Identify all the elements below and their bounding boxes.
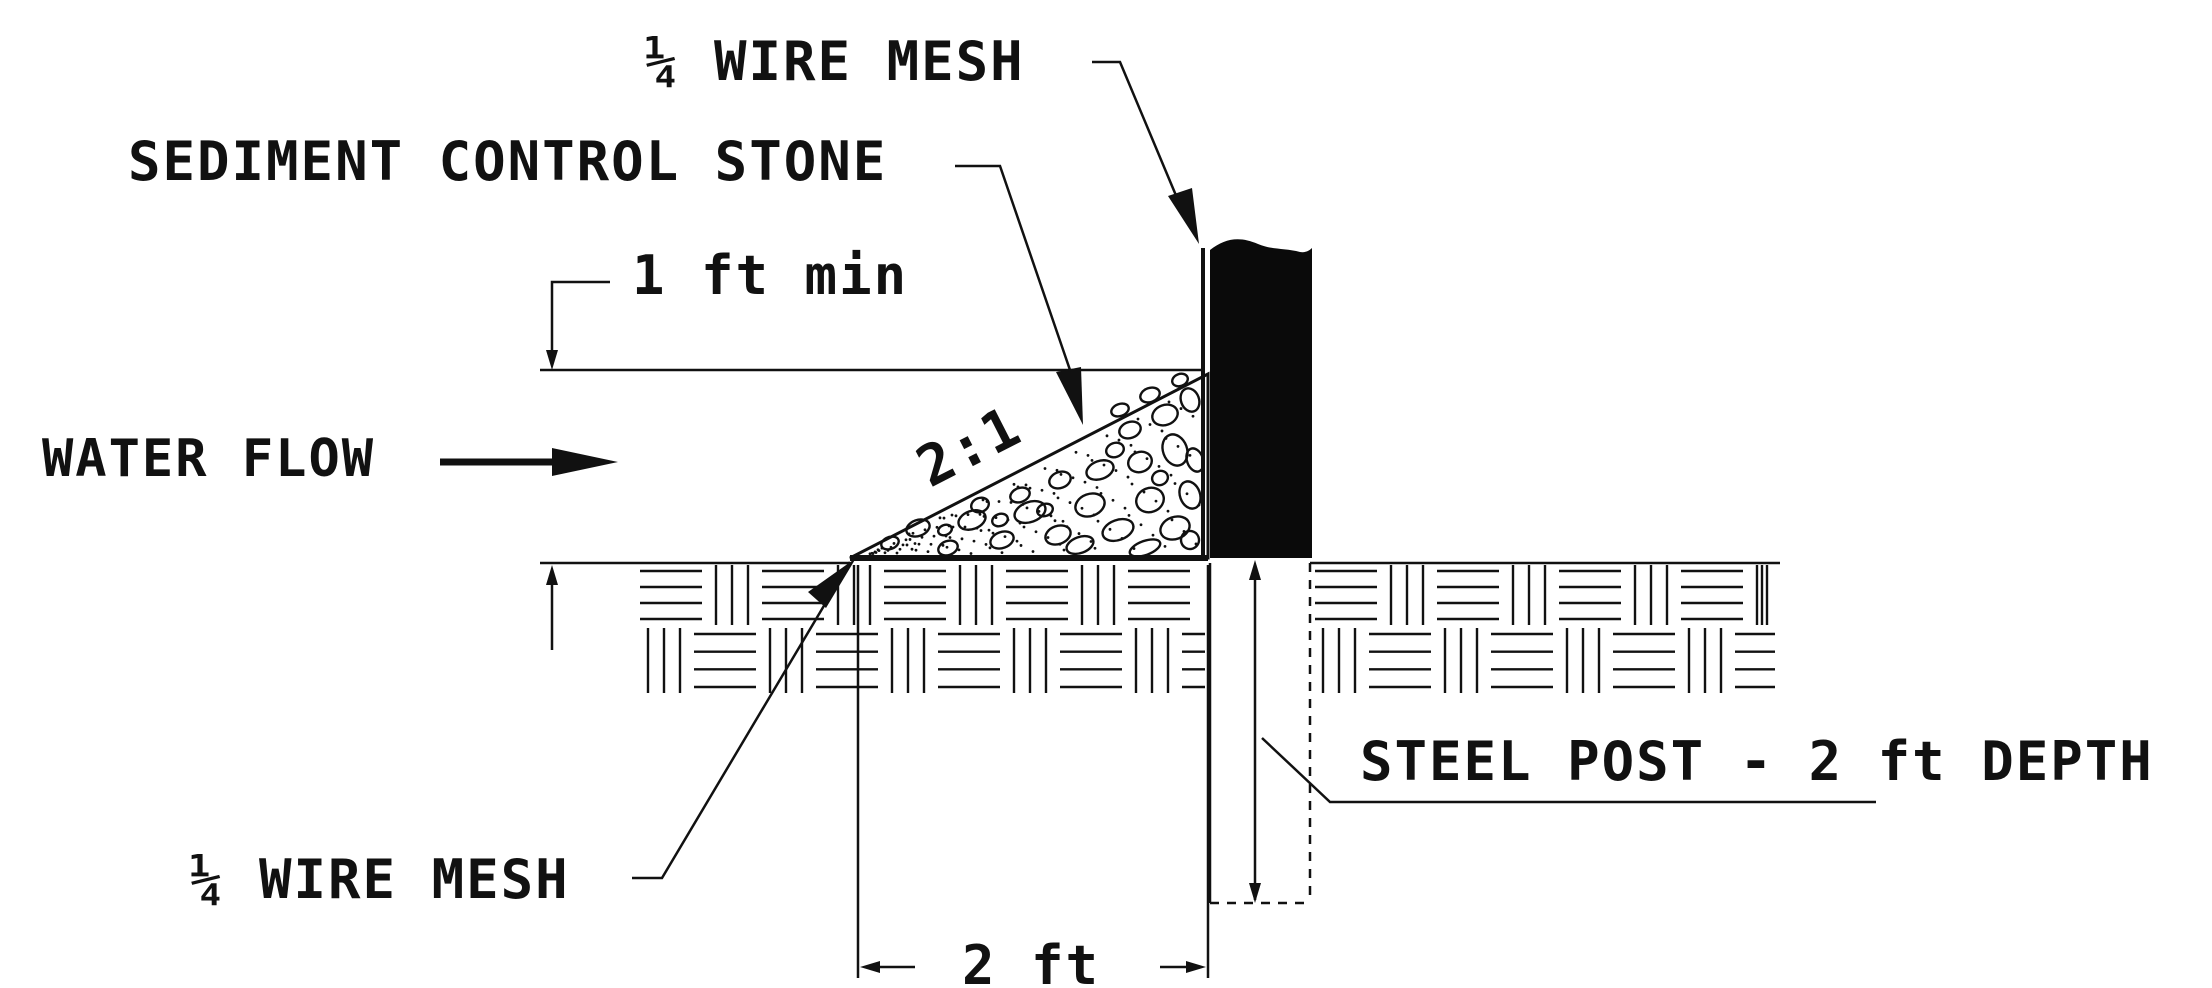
sediment-stone-leader — [955, 164, 1083, 425]
width-dimension — [856, 565, 1210, 978]
steel-post-buried — [1208, 563, 1312, 905]
wire-mesh-bottom-label: ¼ WIRE MESH — [190, 848, 570, 911]
post-depth-dimension — [1249, 560, 1261, 903]
wire-mesh-top-label: ¼ WIRE MESH — [645, 30, 1025, 93]
wire-mesh-bottom-leader — [632, 558, 856, 880]
water-flow-label: WATER FLOW — [42, 429, 375, 489]
height-dimension-label: 1 ft min — [632, 244, 908, 307]
sediment-control-stone-wedge — [849, 371, 1210, 560]
wire-mesh-top-leader — [1092, 60, 1199, 244]
width-dimension-label: 2 ft — [962, 934, 1100, 988]
steel-post-label: STEEL POST - 2 ft DEPTH — [1360, 730, 2154, 793]
steel-post — [1210, 239, 1312, 558]
steel-post-leader — [1261, 737, 1876, 804]
arrow-right-icon — [440, 448, 618, 476]
height-dimension — [540, 280, 1205, 650]
sediment-stone-label: SEDIMENT CONTROL STONE — [128, 130, 887, 193]
stone-pattern — [868, 372, 1205, 558]
ground-soil-hatch — [640, 565, 1775, 693]
